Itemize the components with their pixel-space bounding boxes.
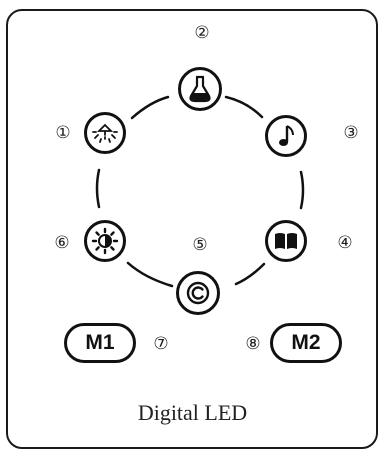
copyright-button[interactable] <box>176 271 220 315</box>
copyright-icon <box>186 281 210 305</box>
music-button[interactable] <box>265 115 307 157</box>
lamp-button[interactable] <box>84 112 126 154</box>
button-number-4: ④ <box>337 233 353 253</box>
lamp-icon <box>92 123 118 143</box>
brightness-icon <box>91 227 119 255</box>
flask-icon <box>189 75 211 103</box>
button-number-3: ③ <box>343 123 359 143</box>
brightness-button[interactable] <box>84 220 126 262</box>
reading-button[interactable] <box>265 220 307 262</box>
flask-button[interactable] <box>178 67 222 111</box>
button-number-5: ⑤ <box>192 235 208 255</box>
memory-1-button[interactable]: M1 <box>64 323 136 363</box>
music-note-icon <box>279 125 294 146</box>
button-number-7: ⑦ <box>153 334 169 354</box>
button-number-8: ⑧ <box>245 334 261 354</box>
book-icon <box>275 233 297 249</box>
panel-caption: Digital LED <box>137 400 248 425</box>
led-control-panel <box>6 9 378 449</box>
button-number-6: ⑥ <box>54 233 70 253</box>
button-number-2: ② <box>194 23 210 43</box>
memory-2-button[interactable]: M2 <box>270 323 342 363</box>
button-number-1: ① <box>55 123 71 143</box>
